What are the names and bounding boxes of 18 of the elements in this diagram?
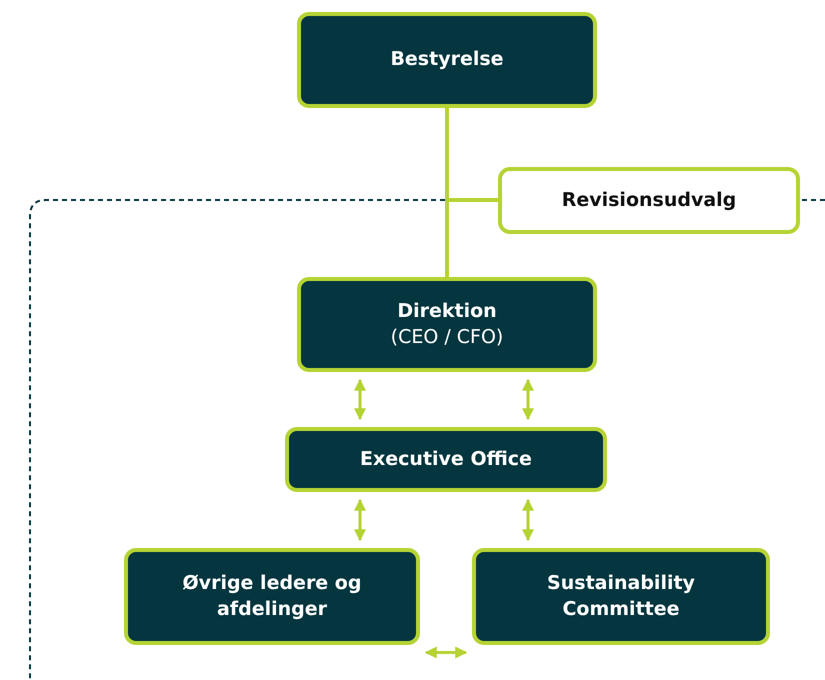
double-arrow bbox=[522, 378, 534, 420]
org-box bbox=[297, 12, 597, 108]
role-subtitle: (CEO / CFO) bbox=[390, 324, 504, 350]
double-arrow bbox=[354, 378, 366, 420]
double-arrow bbox=[354, 498, 366, 542]
box-title: Bestyrelse bbox=[390, 47, 504, 72]
box-title: Direktion bbox=[397, 298, 497, 324]
box-title: Sustainability Committee bbox=[546, 570, 696, 622]
box-title: Executive Office bbox=[360, 446, 532, 472]
box-title: Revisionsudvalg bbox=[562, 188, 736, 213]
box-title: Øvrige ledere og afdelinger bbox=[182, 570, 362, 622]
org-box bbox=[285, 427, 607, 492]
double-arrow bbox=[424, 646, 468, 658]
double-arrow bbox=[522, 498, 534, 542]
org-box bbox=[124, 548, 420, 645]
org-box bbox=[297, 277, 597, 372]
org-box bbox=[472, 548, 770, 645]
committee-box bbox=[498, 167, 800, 234]
